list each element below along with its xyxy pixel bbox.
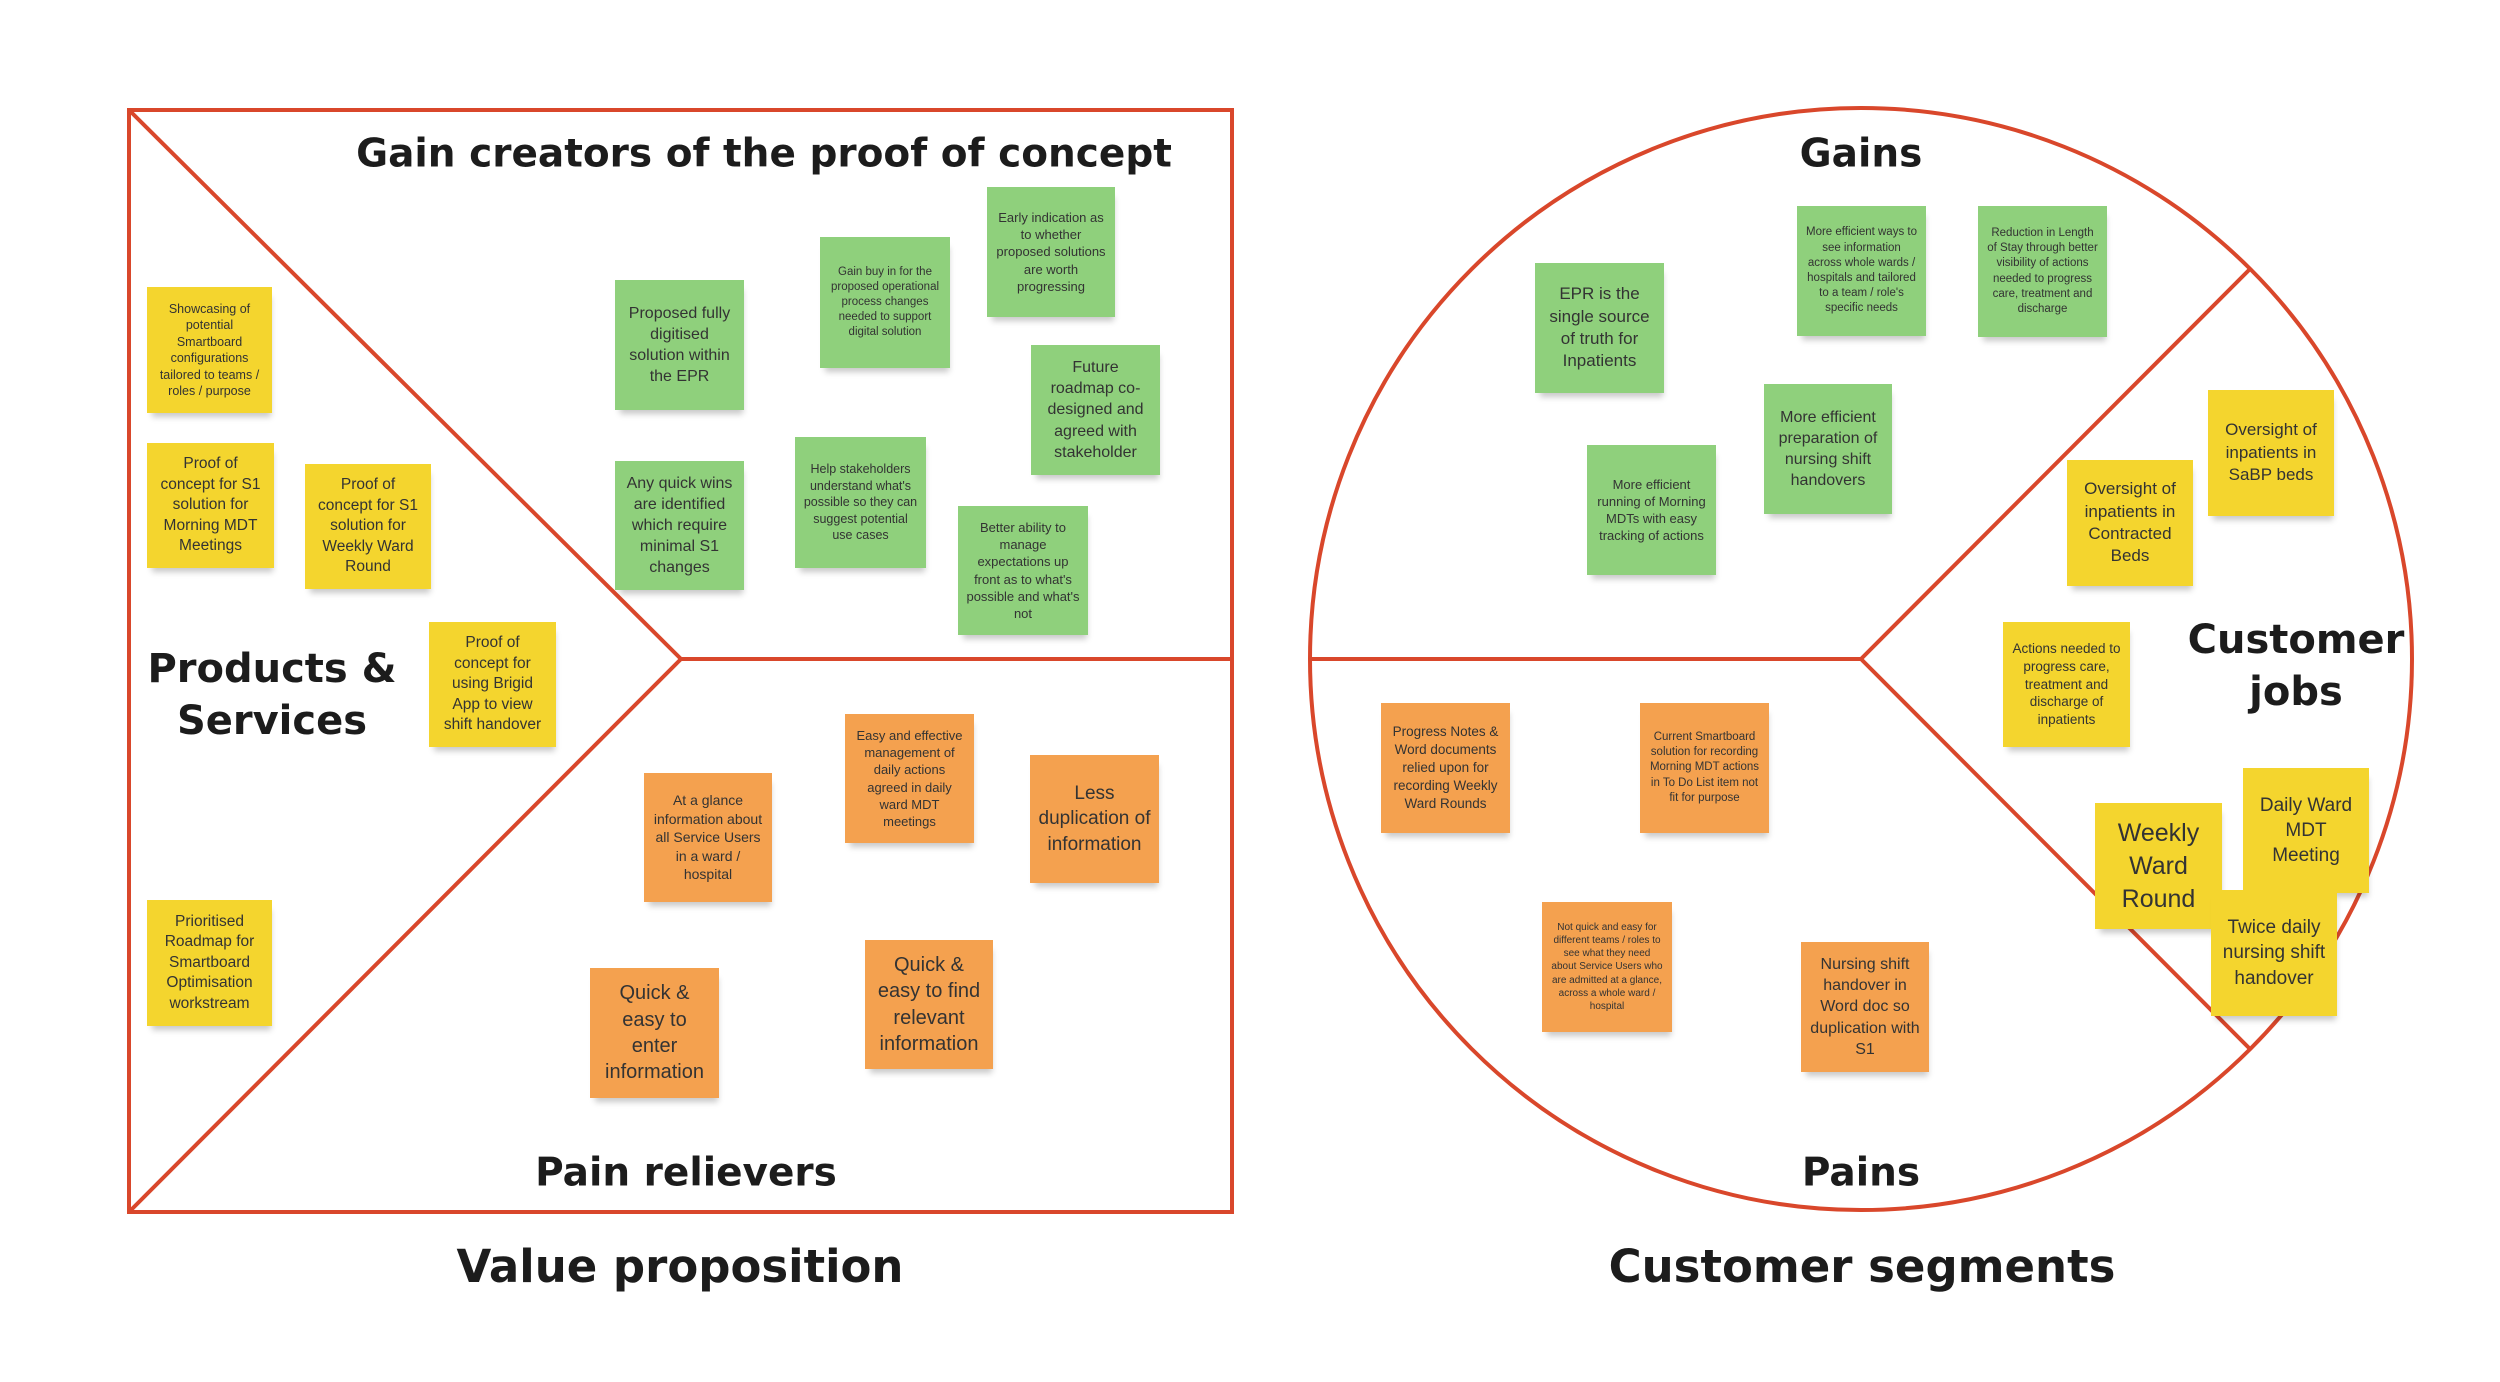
sticky-note-customer-job[interactable]: Twice daily nursing shift handover (2211, 890, 2337, 1016)
gain-creators-heading: Gain creators of the proof of concept (356, 131, 1172, 177)
sticky-note-pain[interactable]: Not quick and easy for different teams /… (1542, 902, 1672, 1032)
sticky-note-gain[interactable]: Reduction in Length of Stay through bett… (1978, 206, 2107, 337)
sticky-note-gain-creator[interactable]: Gain buy in for the proposed operational… (820, 237, 950, 368)
sticky-note-pain-reliever[interactable]: Quick & easy to enter information (590, 968, 719, 1098)
cs-diagonal-top (1859, 267, 2252, 661)
sticky-note-gain[interactable]: More efficient running of Morning MDTs w… (1587, 445, 1716, 575)
sticky-note-customer-job[interactable]: Weekly Ward Round (2095, 803, 2222, 929)
sticky-note-gain-creator[interactable]: Early indication as to whether proposed … (987, 187, 1115, 317)
sticky-note-gain[interactable]: EPR is the single source of truth for In… (1535, 263, 1664, 393)
pains-heading: Pains (1801, 1150, 1921, 1196)
sticky-note-gain[interactable]: More efficient ways to see information a… (1797, 206, 1926, 336)
sticky-note-gain[interactable]: More efficient preparation of nursing sh… (1764, 384, 1892, 514)
customer-jobs-heading: Customer jobs (2187, 617, 2405, 715)
sticky-note-gain-creator[interactable]: Help stakeholders understand what's poss… (795, 437, 926, 568)
sticky-note-customer-job[interactable]: Oversight of inpatients in Contracted Be… (2067, 460, 2193, 586)
sticky-note-pain-reliever[interactable]: Easy and effective management of daily a… (845, 714, 974, 843)
customer-segments-caption: Customer segments (1608, 1239, 2116, 1293)
vp-diagonal-bottom (127, 657, 683, 1214)
cs-diagonal-bottom (1859, 657, 2252, 1051)
sticky-note-pain[interactable]: Nursing shift handover in Word doc so du… (1801, 942, 1929, 1072)
sticky-note-customer-job[interactable]: Oversight of inpatients in SaBP beds (2208, 390, 2334, 516)
gains-heading: Gains (1799, 131, 1923, 177)
sticky-note-products[interactable]: Proof of concept for S1 solution for Wee… (305, 464, 431, 589)
sticky-note-gain-creator[interactable]: Future roadmap co-designed and agreed wi… (1031, 345, 1160, 475)
sticky-note-gain-creator[interactable]: Better ability to manage expectations up… (958, 506, 1088, 635)
sticky-note-products[interactable]: Proof of concept for using Brigid App to… (429, 622, 556, 747)
pain-relievers-heading: Pain relievers (535, 1150, 837, 1196)
sticky-note-pain[interactable]: Current Smartboard solution for recordin… (1640, 703, 1769, 833)
sticky-note-pain-reliever[interactable]: Less duplication of information (1030, 755, 1159, 883)
value-proposition-caption: Value proposition (456, 1239, 904, 1293)
sticky-note-products[interactable]: Prioritised Roadmap for Smartboard Optim… (147, 900, 272, 1026)
sticky-note-customer-job[interactable]: Actions needed to progress care, treatme… (2003, 622, 2130, 747)
vp-diagonal-top (127, 108, 683, 661)
sticky-note-pain-reliever[interactable]: Quick & easy to find relevant informatio… (865, 940, 993, 1069)
sticky-note-gain-creator[interactable]: Proposed fully digitised solution within… (615, 280, 744, 410)
sticky-note-gain-creator[interactable]: Any quick wins are identified which requ… (615, 461, 744, 590)
products-services-heading: Products & Services (147, 646, 397, 744)
sticky-note-products[interactable]: Showcasing of potential Smartboard confi… (147, 287, 272, 413)
sticky-note-products[interactable]: Proof of concept for S1 solution for Mor… (147, 443, 274, 568)
sticky-note-pain-reliever[interactable]: At a glance information about all Servic… (644, 773, 772, 902)
sticky-note-pain[interactable]: Progress Notes & Word documents relied u… (1381, 703, 1510, 833)
sticky-note-customer-job[interactable]: Daily Ward MDT Meeting (2243, 768, 2369, 893)
